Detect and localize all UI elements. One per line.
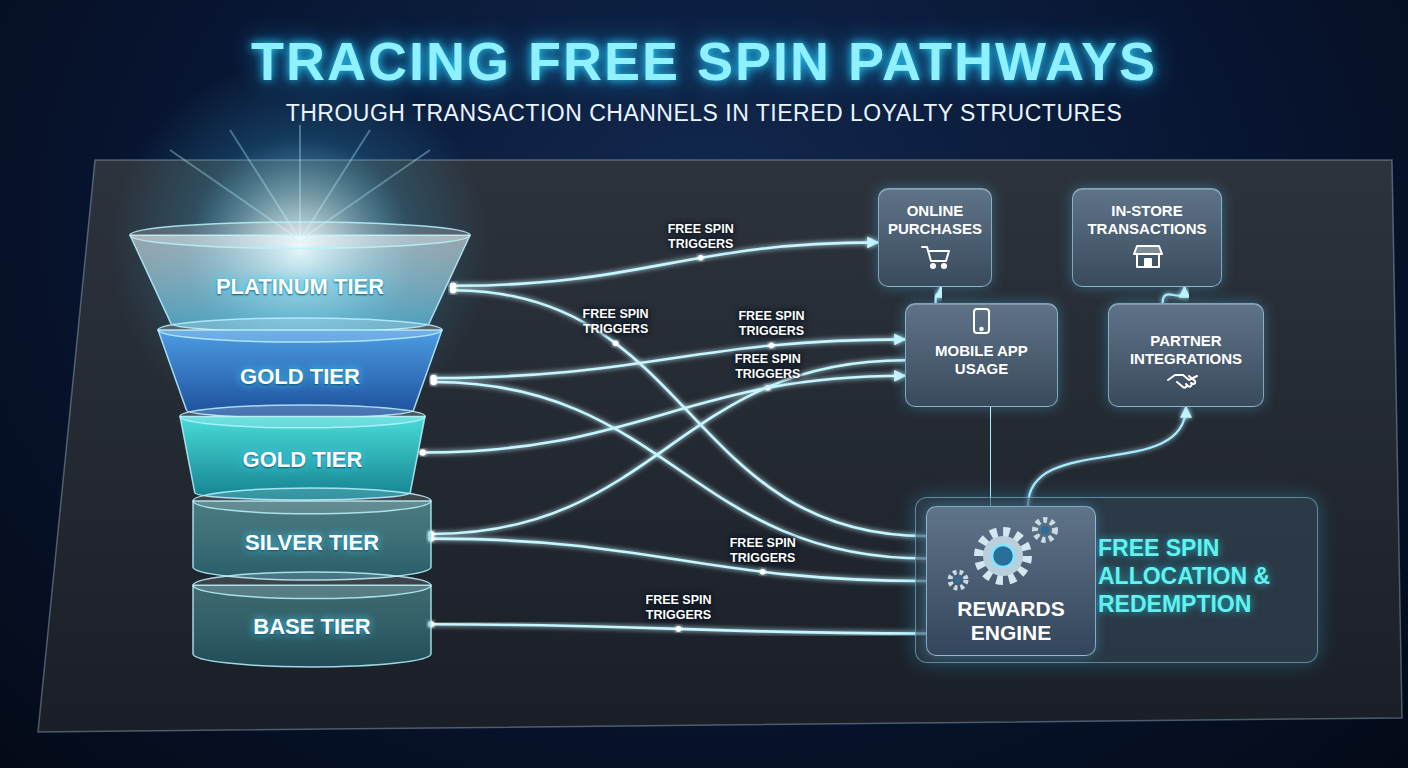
gear-hub	[955, 577, 961, 583]
tier-rim	[180, 405, 425, 428]
sparkle-dot	[450, 287, 456, 293]
phone-body	[974, 309, 989, 333]
gear-teeth	[979, 532, 1027, 580]
trigger-pathway	[431, 539, 926, 581]
cart-icon	[922, 247, 949, 268]
node-label: BASE TIER	[253, 614, 370, 640]
trigger-pathway	[453, 242, 878, 285]
cart-wheel	[942, 264, 946, 268]
tier-rim	[193, 572, 431, 599]
channel-box: PARTNER INTEGRATIONS	[1108, 303, 1264, 407]
node-label: IN-STORE TRANSACTIONS	[1079, 202, 1215, 238]
phone-icon	[974, 309, 989, 333]
tier-band: PLATINUM TIER	[130, 222, 470, 332]
gear-body	[983, 536, 1023, 576]
handshake-hand	[1177, 376, 1195, 388]
edge-label: FREE SPIN TRIGGERS	[725, 309, 817, 339]
trigger-pathway	[453, 290, 926, 536]
store-awning	[1134, 246, 1162, 254]
trigger-pathway	[431, 360, 905, 534]
flow-arrow	[1163, 287, 1185, 303]
sparkle-dot	[430, 379, 436, 385]
edge-label: FREE SPIN TRIGGERS	[655, 222, 747, 252]
trigger-pathway	[434, 382, 927, 559]
flow-arrow	[1058, 364, 1108, 366]
trigger-pathway	[431, 624, 926, 633]
node-label: PARTNER INTEGRATIONS	[1115, 332, 1257, 368]
tier-rim	[130, 222, 470, 248]
channel-box: ONLINE PURCHASES	[878, 188, 992, 287]
sparkle-dot	[419, 449, 425, 455]
node-label: GOLD TIER	[243, 447, 363, 473]
edge-label: FREE SPIN TRIGGERS	[633, 593, 725, 623]
channel-box: MOBILE APP USAGE	[905, 303, 1058, 407]
gear-icon	[950, 520, 1055, 588]
tier-band: GOLD TIER	[180, 405, 425, 500]
node-label: SILVER TIER	[245, 530, 379, 556]
tier-band: BASE TIER	[193, 572, 431, 667]
engine-panel: FREE SPIN ALLOCATION & REDEMPTIONREWARDS…	[915, 497, 1318, 663]
gear-hub	[1041, 526, 1049, 534]
channel-box: IN-STORE TRANSACTIONS	[1072, 188, 1222, 287]
edge-label: FREE SPIN TRIGGERS	[717, 536, 809, 566]
sparkle-dot	[676, 626, 682, 632]
rewards-engine-box: REWARDS ENGINE	[926, 506, 1096, 656]
flow-arrow	[1028, 407, 1186, 506]
node-label: PLATINUM TIER	[216, 274, 384, 300]
handshake-arm	[1168, 375, 1197, 380]
gear-teeth	[1035, 520, 1055, 540]
panel-heading: FREE SPIN ALLOCATION & REDEMPTION	[1098, 534, 1313, 618]
sparkle-dot	[613, 341, 619, 347]
edge-label: FREE SPIN TRIGGERS	[722, 352, 814, 382]
store-door	[1145, 259, 1151, 267]
node-label: MOBILE APP USAGE	[912, 342, 1051, 378]
gear-hub	[992, 545, 1014, 567]
platform	[38, 160, 1402, 732]
gear-teeth	[950, 572, 966, 588]
node-label: GOLD TIER	[240, 364, 360, 390]
sparkle-dot	[698, 255, 704, 261]
sparkle-dot	[760, 569, 766, 575]
cart-body	[922, 247, 949, 261]
tier-rim	[158, 318, 442, 342]
handshake-icon	[1168, 375, 1197, 388]
tier-band: SILVER TIER	[193, 488, 431, 580]
node-label: REWARDS ENGINE	[935, 597, 1087, 645]
tier-band: GOLD TIER	[158, 318, 442, 418]
store-body	[1137, 254, 1159, 267]
node-label: ONLINE PURCHASES	[885, 202, 985, 238]
flow-arrow	[936, 287, 941, 303]
subtitle: THROUGH TRANSACTION CHANNELS IN TIERED L…	[0, 100, 1408, 127]
flow-arrow	[989, 407, 991, 506]
tier-rim	[193, 488, 431, 514]
diagram-title: TRACING FREE SPIN PATHWAYS	[0, 30, 1408, 92]
flow-arrow	[992, 232, 1072, 234]
cart-wheel	[931, 264, 935, 268]
sparkle-dot	[769, 343, 775, 349]
trigger-pathway	[434, 339, 906, 378]
edge-label: FREE SPIN TRIGGERS	[570, 307, 662, 337]
store-icon	[1134, 246, 1162, 267]
phone-button	[980, 328, 983, 331]
